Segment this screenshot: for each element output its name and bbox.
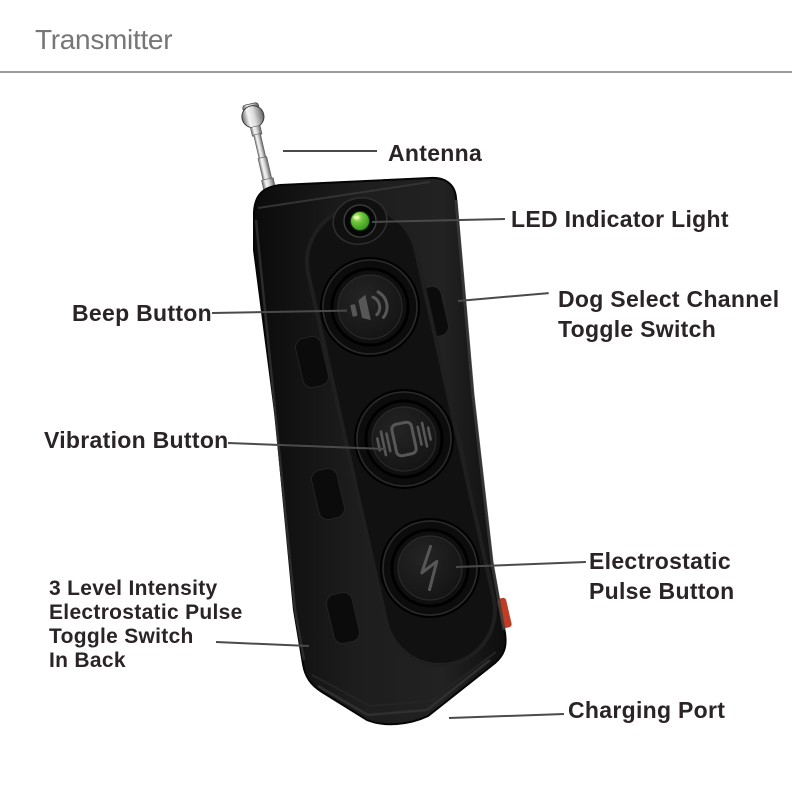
callout-label-intensity: 3 Level Intensity Electrostatic Pulse To… bbox=[49, 577, 243, 672]
bottom-ridge-2 bbox=[311, 651, 497, 708]
speaker-icon bbox=[350, 290, 389, 321]
header-divider bbox=[0, 71, 792, 73]
callout-line-antenna bbox=[283, 150, 377, 152]
vibration-button bbox=[354, 389, 454, 489]
callout-label-dog-select: Dog Select Channel Toggle Switch bbox=[558, 286, 780, 342]
bottom-ridge bbox=[317, 659, 491, 717]
page-title: Transmitter bbox=[35, 24, 173, 55]
callout-label-vibration: Vibration Button bbox=[44, 427, 229, 453]
led-indicator-light bbox=[332, 197, 388, 245]
callout-label-pulse: Electrostatic Pulse Button bbox=[589, 548, 735, 604]
lightning-bolt-icon bbox=[420, 544, 439, 592]
transmitter-device bbox=[241, 102, 512, 726]
right-edge-highlight bbox=[454, 199, 506, 631]
electrostatic-pulse-button bbox=[380, 518, 480, 618]
callout-label-led: LED Indicator Light bbox=[511, 206, 729, 232]
left-edge-highlight bbox=[254, 219, 306, 661]
callout-label-beep: Beep Button bbox=[72, 300, 213, 326]
callout-label-antenna: Antenna bbox=[388, 140, 483, 166]
beep-button bbox=[320, 257, 420, 357]
top-edge-highlight bbox=[257, 181, 431, 209]
callout-label-charging: Charging Port bbox=[568, 697, 726, 723]
